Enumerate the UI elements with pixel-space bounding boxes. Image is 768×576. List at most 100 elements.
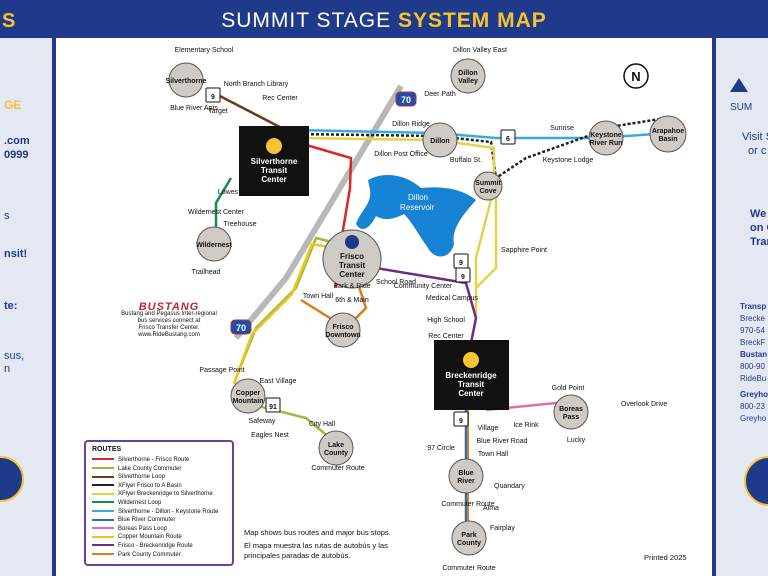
highway-shield-icon <box>500 129 516 145</box>
station-silverthorne[interactable] <box>168 62 204 98</box>
station-dillon[interactable] <box>422 122 458 158</box>
stop-label[interactable]: Wildernest Center <box>188 209 245 216</box>
legend-swatch <box>92 527 114 530</box>
station-wildernest[interactable] <box>196 226 232 262</box>
legend-swatch <box>92 475 114 478</box>
tc-breck-l2: Transit <box>458 380 485 389</box>
compass-n: N <box>631 69 640 84</box>
stop-label[interactable]: Fairplay <box>490 525 515 532</box>
route-frisco-breck <box>375 266 478 359</box>
system-map: Dillon Reservoir Silverthorne Transit Ce… <box>56 38 712 576</box>
stop-label[interactable]: Passage Point <box>199 367 244 374</box>
station-arapahoe[interactable] <box>649 115 687 153</box>
station-label-blue-river: River <box>457 478 475 485</box>
stop-label[interactable]: Safeway <box>249 418 276 425</box>
stop-label[interactable]: Rec Center <box>428 333 464 340</box>
stop-label[interactable]: Eagles Nest <box>251 432 289 439</box>
stop-label[interactable]: North Branch Library <box>224 81 289 88</box>
tc-breckenridge[interactable] <box>434 340 509 410</box>
station-summit-cove[interactable] <box>473 171 503 201</box>
station-label-arapahoe: Basin <box>658 136 677 143</box>
stop-label[interactable]: Dillon Ridge <box>392 121 430 128</box>
stop-label[interactable]: Blue River Apts <box>170 105 218 112</box>
right-text-4: on C <box>750 222 768 234</box>
stop-label[interactable]: 6th & Main <box>335 297 369 304</box>
stop-label[interactable]: Overlook Drive <box>621 401 667 408</box>
station-boreas[interactable] <box>553 394 589 430</box>
stop-label[interactable]: Quandary <box>494 483 525 490</box>
station-lake-county[interactable] <box>318 430 354 466</box>
stop-label[interactable]: Alma <box>483 505 499 512</box>
stop-label[interactable]: Gold Point <box>552 385 585 392</box>
reservoir-label-1: Dillon <box>408 193 428 202</box>
tc-frisco[interactable] <box>322 229 382 289</box>
stop-label[interactable]: City Hall <box>309 421 336 428</box>
tc-silverthorne[interactable] <box>239 126 309 196</box>
station-label-lake-county: County <box>324 450 348 457</box>
station-blue-river[interactable] <box>448 458 484 494</box>
stop-label[interactable]: Sunrise <box>550 125 574 132</box>
stop-label[interactable]: Rec Center <box>262 95 298 102</box>
legend-label: Copper Mountain Route <box>118 534 182 541</box>
stop-label[interactable]: Town Hall <box>478 451 509 458</box>
compass-icon <box>623 63 649 89</box>
page-title: SUMMIT STAGE SYSTEM MAP <box>0 9 768 33</box>
stop-label[interactable]: Lowes <box>218 189 239 196</box>
stop-label[interactable]: Deer Path <box>424 91 456 98</box>
station-copper[interactable] <box>230 378 266 414</box>
right-text-10: Bustan <box>740 350 768 359</box>
highway-shield-icon <box>455 267 471 283</box>
stop-label[interactable]: Medical Campus <box>426 295 479 302</box>
right-text-0: SUM <box>730 102 753 113</box>
stop-label[interactable]: Community Center <box>394 283 453 290</box>
tc-breck-l1: Breckenridge <box>445 371 497 380</box>
stop-label[interactable]: Sapphire Point <box>501 247 547 254</box>
dillon-reservoir <box>356 174 476 257</box>
station-label-dillon-valley: Valley <box>458 78 478 85</box>
stop-label[interactable]: Town Hall <box>303 293 334 300</box>
right-text-14: 800-23 <box>740 402 765 411</box>
right-text-8: 970-54 <box>740 326 765 335</box>
stop-label[interactable]: 97 Circle <box>427 445 455 452</box>
stop-label[interactable]: Village <box>478 425 499 432</box>
stop-label[interactable]: Target <box>208 108 228 115</box>
stop-label[interactable]: Treehouse <box>223 221 256 228</box>
tc-breck-l3: Center <box>458 389 483 398</box>
bustang-line-4[interactable]: www.RideBustang.com <box>138 332 200 338</box>
stop-label[interactable]: High School <box>427 317 465 324</box>
stop-label[interactable]: Commuter Route <box>311 465 364 472</box>
station-frisco-downtown[interactable] <box>325 312 361 348</box>
stop-label[interactable]: Commuter Route <box>441 501 494 508</box>
stop-label[interactable]: Ice Rink <box>513 422 539 429</box>
legend-label: Boreas Pass Loop <box>118 525 168 532</box>
station-park-county[interactable] <box>451 520 487 556</box>
stop-label[interactable]: East Village <box>260 378 297 385</box>
tc-silverthorne-l1: Silverthorne <box>251 157 298 166</box>
tc-silverthorne-logo-icon <box>266 138 282 154</box>
legend-swatch <box>92 544 114 547</box>
stop-label[interactable]: Trailhead <box>192 269 221 276</box>
legend-label: XFlyer Breckenridge to Silverthorne <box>118 491 213 498</box>
stop-label[interactable]: Keystone Lodge <box>543 157 594 164</box>
stop-label[interactable]: Park & Ride <box>333 283 370 290</box>
stop-label[interactable]: Blue River Road <box>477 438 528 445</box>
stop-label[interactable]: Elementary School <box>175 47 234 54</box>
legend-swatch <box>92 553 114 556</box>
right-seal-icon <box>744 456 768 506</box>
station-keystone[interactable] <box>588 120 624 156</box>
left-text-2: 0999 <box>4 149 29 161</box>
stop-label[interactable]: School Road <box>376 279 416 286</box>
stop-label[interactable]: Commuter Route <box>442 565 495 572</box>
legend-item: Blue River Commuter <box>92 517 175 525</box>
stop-label[interactable]: Lucky <box>567 437 586 444</box>
stop-label[interactable]: Dillon Valley East <box>453 47 507 54</box>
right-text-9: BreckF <box>740 338 766 347</box>
stop-label[interactable]: Buffalo St. <box>450 157 482 164</box>
station-dillon-valley[interactable] <box>450 58 486 94</box>
left-text-0: GE <box>4 98 22 112</box>
stop-label[interactable]: Dillon Post Office <box>374 151 428 158</box>
bustang-line-2: bus services connect at <box>137 318 201 324</box>
